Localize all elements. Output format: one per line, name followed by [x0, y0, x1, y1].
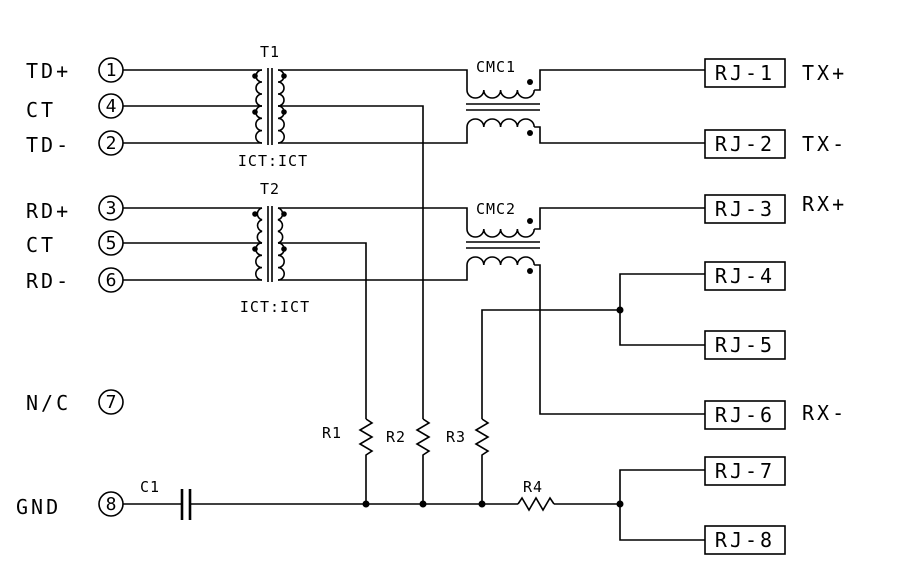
signal-label-tx-minus: TX- — [802, 132, 847, 156]
pin-1: 1 — [98, 57, 124, 83]
transformer-t1: T1 ICT:ICT — [123, 43, 308, 170]
rj78-termination-network — [616, 469, 705, 541]
t1-ratio-label: ICT:ICT — [238, 152, 308, 170]
connector-rj-6: RJ-6 — [704, 400, 786, 430]
pin-number-4: 4 — [106, 96, 117, 117]
r1-label: R1 — [322, 424, 342, 442]
connector-rj-7: RJ-7 — [704, 456, 786, 486]
connector-rj-5: RJ-5 — [704, 330, 786, 360]
pin-label-rd-plus: RD+ — [26, 199, 71, 223]
connector-rj-1: RJ-1 — [704, 58, 786, 88]
pin-8: 8 — [98, 491, 124, 517]
r2-label: R2 — [386, 428, 406, 446]
pin-label-nc: N/C — [26, 391, 71, 415]
pin-label-ct-2: CT — [26, 233, 56, 257]
connector-rj-2: RJ-2 — [704, 129, 786, 159]
cmc1-label: CMC1 — [476, 58, 516, 76]
pin-7: 7 — [98, 389, 124, 415]
pin-number-8: 8 — [106, 494, 117, 515]
rj-7-label: RJ-7 — [715, 459, 775, 483]
t2-label: T2 — [260, 180, 280, 198]
pin-label-rd-minus: RD- — [26, 269, 71, 293]
pin-number-1: 1 — [106, 60, 117, 81]
pin-label-gnd: GND — [16, 495, 61, 519]
rj-8-label: RJ-8 — [715, 528, 775, 552]
transformer-t2: T2 ICT:ICT — [123, 180, 310, 316]
pin-4: 4 — [98, 93, 124, 119]
r4-label: R4 — [523, 478, 543, 496]
choke-cmc1: CMC1 — [466, 58, 705, 144]
t1-label: T1 — [260, 43, 280, 61]
signal-label-rx-minus: RX- — [802, 401, 847, 425]
signal-label-tx-plus: TX+ — [802, 61, 847, 85]
rj-4-label: RJ-4 — [715, 264, 775, 288]
pin-number-3: 3 — [106, 198, 117, 219]
choke-cmc2: CMC2 — [466, 200, 705, 415]
capacitor-c1-plates — [180, 489, 192, 520]
signal-label-rx-plus: RX+ — [802, 192, 847, 216]
resistor-r2: R2 — [386, 418, 431, 504]
pin-5: 5 — [98, 230, 124, 256]
pin-labels: TD+ CT TD- RD+ CT RD- N/C GND — [16, 59, 71, 519]
connector-rj-4: RJ-4 — [704, 261, 786, 291]
pin-number-5: 5 — [106, 233, 117, 254]
pin-number-6: 6 — [106, 270, 117, 291]
cmc2-label: CMC2 — [476, 200, 516, 218]
rj-3-label: RJ-3 — [715, 197, 775, 221]
pin-3: 3 — [98, 195, 124, 221]
ground-bus: C1 — [123, 478, 620, 520]
pin-label-td-minus: TD- — [26, 133, 71, 157]
pin-label-ct-1: CT — [26, 98, 56, 122]
resistor-r4: R4 — [517, 478, 555, 512]
resistor-r1: R1 — [322, 418, 374, 504]
signal-labels: TX+ TX- RX+ RX- — [802, 61, 847, 425]
pin-label-td-plus: TD+ — [26, 59, 71, 83]
c1-label: C1 — [140, 478, 160, 496]
secondary-wiring — [278, 69, 468, 419]
t2-ratio-label: ICT:ICT — [240, 298, 310, 316]
connector-rj-3: RJ-3 — [704, 194, 786, 224]
connector-rj-8: RJ-8 — [704, 525, 786, 555]
pin-6: 6 — [98, 267, 124, 293]
rj-5-label: RJ-5 — [715, 333, 775, 357]
rj-connectors: RJ-1 RJ-2 RJ-3 RJ-4 RJ-5 RJ-6 RJ-7 RJ-8 — [704, 58, 786, 555]
pin-number-2: 2 — [106, 133, 117, 154]
pin-circles: 1 4 2 3 5 6 7 8 — [98, 57, 124, 517]
rj-6-label: RJ-6 — [715, 403, 775, 427]
pin-2: 2 — [98, 130, 124, 156]
r3-label: R3 — [446, 428, 466, 446]
rj45-termination-network — [481, 273, 705, 419]
rj-2-label: RJ-2 — [715, 132, 775, 156]
resistor-r3: R3 — [446, 418, 490, 504]
rj-1-label: RJ-1 — [715, 61, 775, 85]
pin-number-7: 7 — [106, 392, 117, 413]
